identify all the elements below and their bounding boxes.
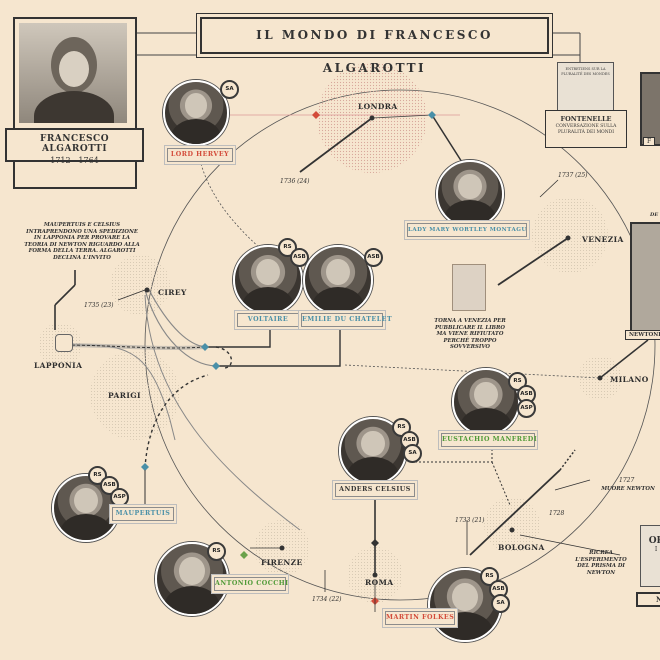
portrait-lady-montagu [436, 160, 504, 228]
algarotti-dates: 1712 - 1764 [50, 156, 99, 165]
algarotti-plate: FRANCESCO ALGAROTTI 1712 - 1764 [5, 128, 144, 165]
badge-chatelet-0: ASB [364, 248, 383, 267]
algarotti-portrait [19, 23, 127, 123]
nameplate-lady-montagu: LADY MARY WORTLEY MONTAGU [407, 223, 527, 237]
nameplate-maupertuis: MAUPERTUIS [112, 507, 174, 521]
cutoff-label-newtonia: NEWTONIA [625, 330, 660, 340]
year-1736: 1736 (24) [280, 178, 310, 185]
fontenelle-title: FONTENELLE [560, 115, 612, 123]
year-1737: 1737 (25) [558, 172, 588, 179]
nameplate-anders-celsius: ANDERS CELSIUS [335, 483, 415, 497]
page-title: IL MONDO DI FRANCESCO ALGAROTTI [256, 28, 493, 75]
badge-celsius-2: SA [403, 444, 422, 463]
op-book-title: OP [648, 536, 660, 546]
note-maupertuis-expedition: MAUPERTUIS E CELSIUS INTRAPRENDONO UNA S… [24, 222, 140, 262]
city-venezia: VENEZIA [582, 235, 624, 244]
fontenelle-subtitle: CONVERSAZIONE SULLA PLURALITÀ DEI MONDI [555, 124, 617, 135]
badge-maupertuis-2: ASP [110, 488, 129, 507]
city-bologna: BOLOGNA [498, 543, 545, 552]
city-londra: LONDRA [358, 102, 398, 111]
cutoff-label-n: N [636, 592, 660, 607]
fontenelle-book-title: ENTRETIENS SUR LA PLURALITÉ DES MONDES [561, 67, 610, 76]
badge-manfredi-2: ASP [517, 399, 536, 418]
op-book: OP I [640, 525, 660, 587]
city-firenze: FIRENZE [261, 558, 303, 567]
fontenelle-book: ENTRETIENS SUR LA PLURALITÉ DES MONDES [557, 62, 614, 114]
cutoff-label-de: DE [650, 212, 659, 218]
year-1734: 1734 (22) [312, 596, 342, 603]
note-prisma: RICREA L'ESPERIMENTO DEL PRISMA DI NEWTO… [575, 550, 627, 576]
newtonia-book [630, 222, 660, 336]
badge-hervey-0: SA [220, 80, 239, 99]
badge-cocchi-0: RS [207, 542, 226, 561]
cutoff-label-f: F [643, 137, 656, 146]
city-parigi: PARIGI [108, 391, 141, 400]
city-milano: MILANO [610, 375, 649, 384]
badge-folkes-2: SA [491, 594, 510, 613]
year-1728: 1728 [549, 510, 565, 517]
note-venezia: TORNA A VENEZIA PER PUBBLICARE IL LIBRO … [434, 318, 506, 351]
badge-voltaire-1: ASB [290, 248, 309, 267]
title-banner: IL MONDO DI FRANCESCO ALGAROTTI [200, 17, 549, 75]
note-newton-death: MUORE NEWTON [601, 486, 655, 492]
portrait-lord-hervey [163, 80, 229, 146]
algarotti-name: FRANCESCO ALGAROTTI [39, 134, 110, 154]
nameplate-voltaire: VOLTAIRE [237, 313, 299, 327]
venezia-engraving [452, 264, 486, 311]
nameplate-lord-hervey: LORD HERVEY [167, 148, 233, 162]
city-roma: ROMA [365, 578, 394, 587]
city-lapponia: LAPPONIA [34, 361, 83, 370]
nameplate-emilie-du-chatelet: EMILIE DU CHATELET [301, 313, 392, 327]
cutoff-portrait-f [640, 72, 660, 146]
nameplate-antonio-cocchi: ANTONIO COCCHI [214, 577, 288, 591]
portrait-martin-folkes [428, 568, 502, 642]
year-1727: 1727 [619, 477, 635, 484]
nameplate-eustachio-manfredi: EUSTACHIO MANFREDI [441, 433, 537, 447]
op-book-subtitle: I [654, 546, 658, 553]
portrait-emilie-du-chatelet [303, 245, 373, 315]
year-1735: 1735 (23) [84, 302, 114, 309]
city-cirey: CIREY [158, 288, 187, 297]
year-1733: 1733 (21) [455, 517, 485, 524]
lapponia-node [55, 334, 73, 352]
nameplate-martin-folkes: MARTIN FOLKES [385, 611, 455, 625]
fontenelle-plate: FONTENELLE CONVERSAZIONE SULLA PLURALITÀ… [545, 110, 627, 148]
